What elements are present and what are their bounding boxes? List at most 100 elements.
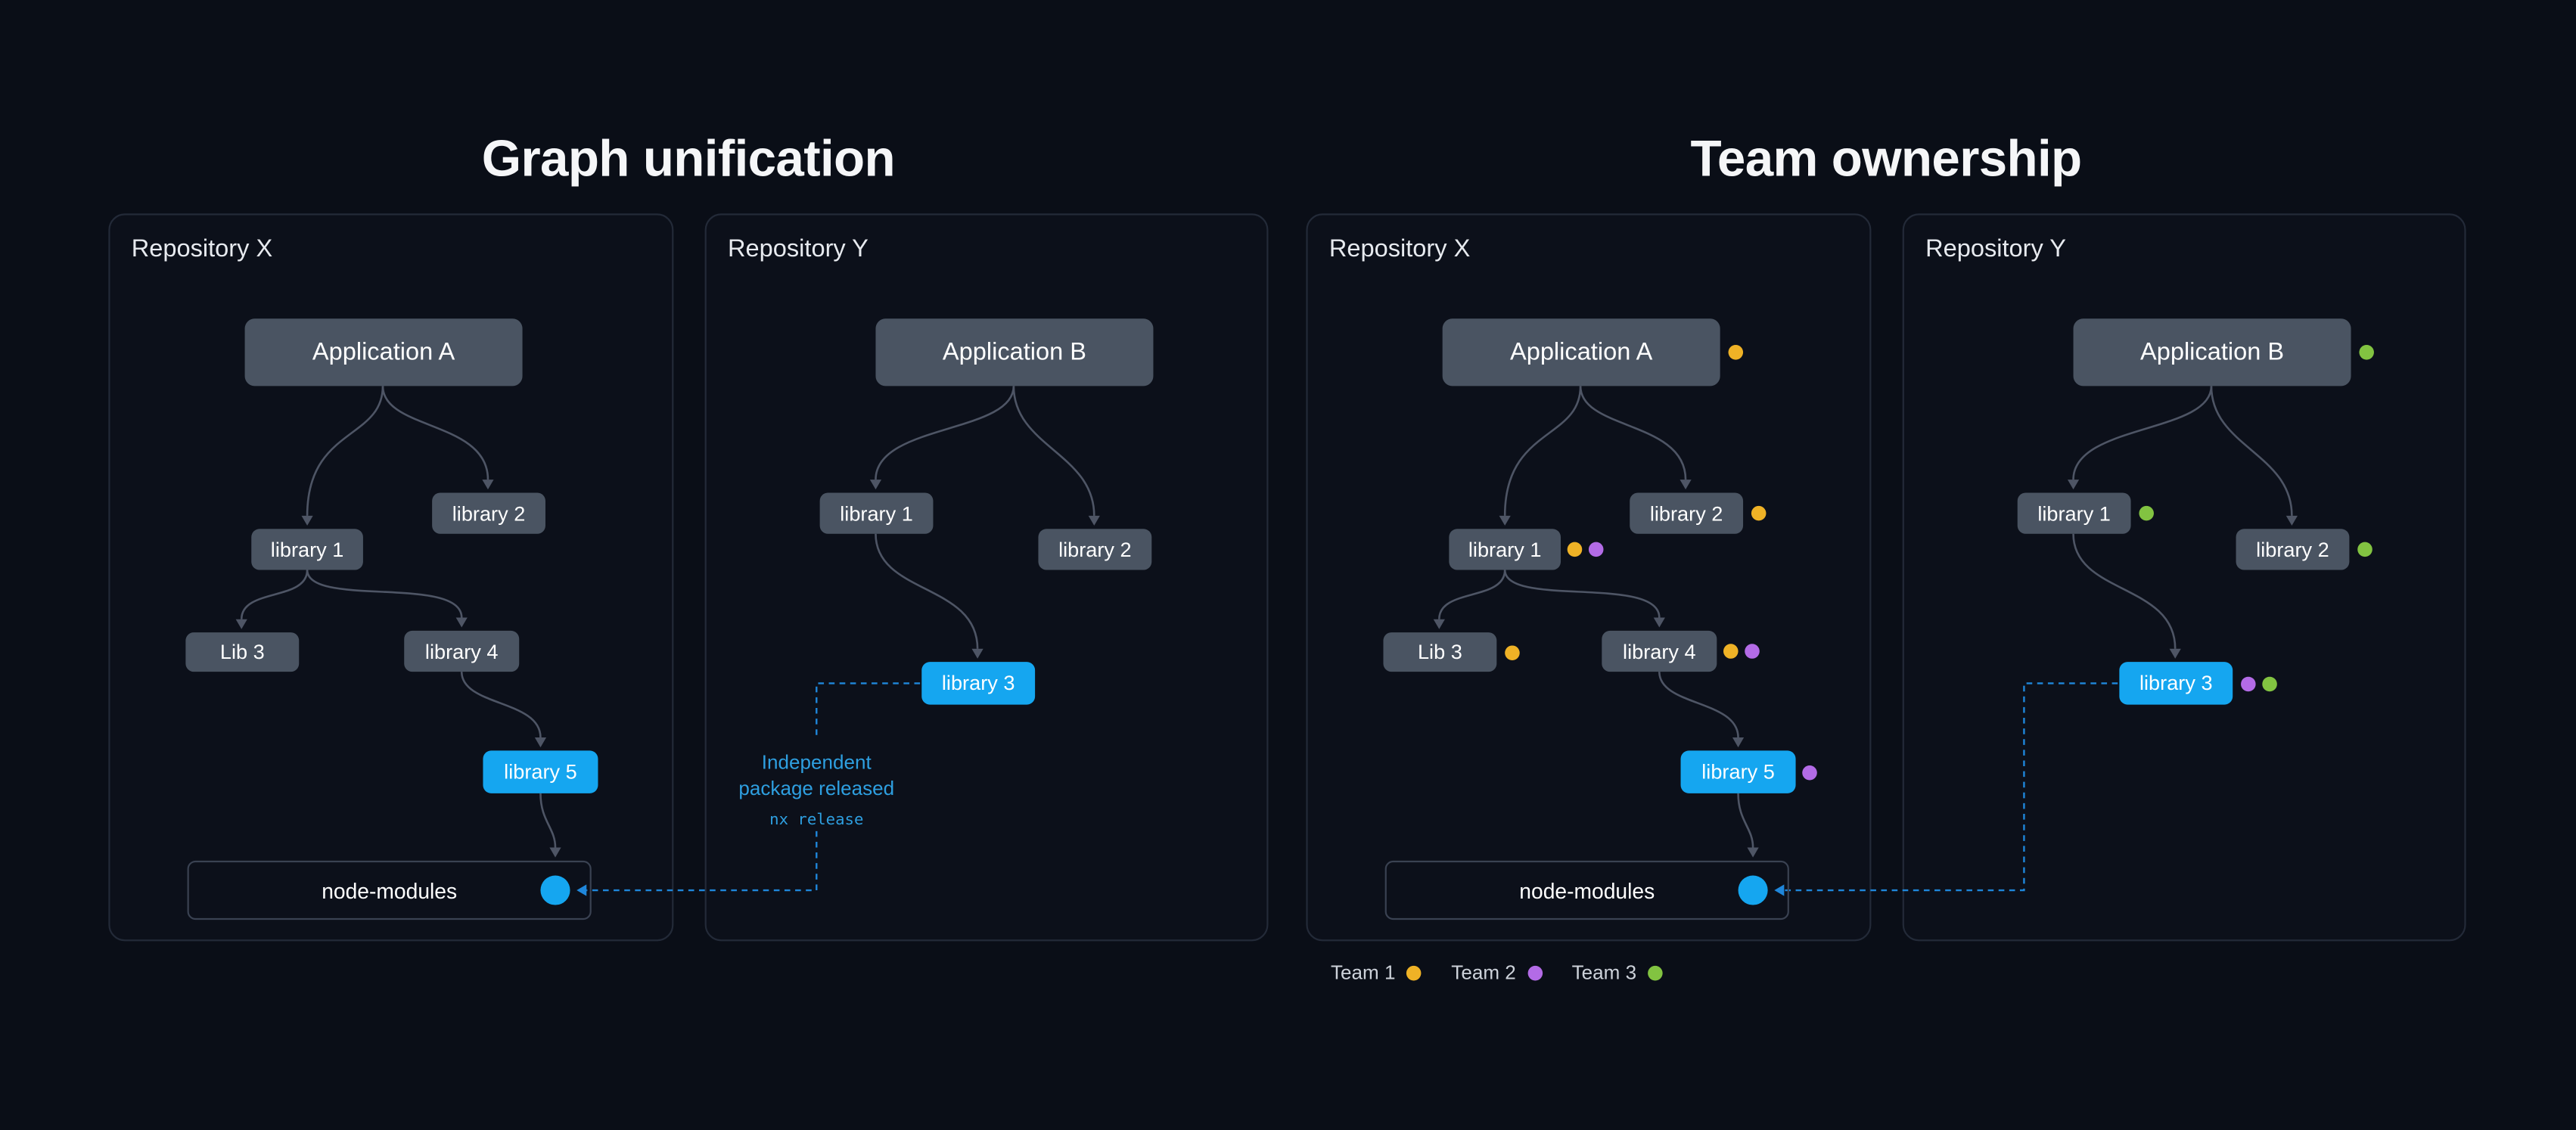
arrowhead [1747, 847, 1759, 858]
arrowhead [2169, 648, 2181, 659]
arrowhead [455, 617, 468, 628]
team2-dot [1745, 644, 1760, 659]
edge-appB-lib1 [875, 386, 1015, 480]
edge-appA-lib2 [381, 386, 489, 480]
arrowhead [235, 619, 247, 629]
legend-label: Team 2 [1451, 961, 1516, 984]
dashed-release-path [1784, 682, 2118, 892]
team2-dot [1527, 964, 1543, 980]
panel-repository-x-graph: Repository X [108, 213, 674, 942]
node-library-4: library 4 [1602, 630, 1717, 672]
edge-appA-lib1 [306, 386, 384, 516]
arrowhead [1433, 619, 1445, 629]
node-library-1: library 1 [819, 492, 934, 534]
graph-unification-title: Graph unification [481, 129, 896, 188]
team-legend: Team 1 Team 2 Team 3 [1330, 961, 1663, 984]
node-library-3: library 3 [921, 662, 1036, 705]
edge-lib1-lib3 [1438, 570, 1506, 619]
node-modules-box: node-modules [187, 860, 592, 920]
edge-lib1-lib3 [240, 570, 309, 619]
published-package-dot [1738, 875, 1768, 905]
dashed-release-path-lower [586, 830, 818, 892]
arrowhead [2285, 515, 2298, 526]
edge-lib5-nodemodules [1737, 793, 1754, 848]
node-library-2: library 2 [432, 492, 545, 534]
team1-dot [1723, 644, 1739, 659]
team3-dot [2357, 542, 2372, 557]
edge-lib1-lib4 [306, 570, 463, 618]
edge-appA-lib2 [1579, 386, 1687, 480]
node-library-2: library 2 [1630, 492, 1744, 534]
legend-label: Team 1 [1330, 961, 1396, 984]
node-library-4: library 4 [404, 630, 520, 672]
arrowhead [1680, 480, 1692, 490]
team2-dot [1588, 542, 1604, 557]
panel-title: Repository Y [1925, 234, 2067, 263]
node-library-5: library 5 [483, 750, 598, 793]
node-library-5: library 5 [1680, 750, 1796, 793]
node-application-a: Application A [1442, 318, 1720, 386]
team3-dot [2262, 676, 2277, 692]
team1-dot [1567, 542, 1583, 557]
published-package-dot [540, 875, 570, 905]
edge-appB-lib2 [1012, 386, 1095, 516]
edge-appB-lib2 [2210, 386, 2293, 516]
edge-lib1-lib3 [875, 533, 979, 649]
dashed-arrowhead [1774, 884, 1785, 896]
edge-appB-lib1 [2072, 386, 2213, 480]
node-lib-3: Lib 3 [1383, 632, 1497, 672]
node-library-3: library 3 [2119, 662, 2233, 705]
edge-appA-lib1 [1503, 386, 1582, 516]
arrowhead [1499, 515, 1511, 526]
arrowhead [534, 737, 547, 748]
legend-item-team3: Team 3 [1571, 961, 1663, 984]
edge-lib4-lib5 [460, 672, 542, 738]
team1-dot [1751, 505, 1767, 521]
node-library-1: library 1 [1449, 529, 1561, 570]
arrowhead [2067, 480, 2080, 490]
arrowhead [301, 515, 313, 526]
arrowhead [1088, 515, 1100, 526]
arrowhead [971, 648, 983, 659]
team2-dot [2241, 676, 2256, 692]
node-lib-3: Lib 3 [185, 632, 300, 672]
edge-lib4-lib5 [1658, 672, 1739, 738]
annotation-line-1: Independent [761, 750, 872, 774]
team1-dot [1406, 964, 1422, 980]
node-library-2: library 2 [2236, 529, 2350, 570]
node-application-b: Application B [875, 318, 1154, 386]
team3-dot [2139, 505, 2154, 521]
team-ownership-title: Team ownership [1690, 129, 2082, 188]
arrowhead [482, 480, 494, 490]
dashed-arrowhead [576, 884, 587, 896]
annotation-line-2: package released [738, 777, 895, 800]
node-application-b: Application B [2073, 318, 2351, 386]
team1-dot [1505, 645, 1520, 660]
node-library-1: library 1 [2017, 492, 2131, 534]
team1-dot [1728, 345, 1744, 360]
edge-lib1-lib3 [2072, 533, 2177, 649]
legend-item-team2: Team 2 [1451, 961, 1543, 984]
team2-dot [1802, 765, 1817, 781]
nx-release-command: nx release [769, 811, 864, 830]
node-library-2: library 2 [1038, 529, 1152, 570]
arrowhead [549, 847, 561, 858]
legend-label: Team 3 [1571, 961, 1637, 984]
edge-lib1-lib4 [1503, 570, 1661, 618]
edge-lib5-nodemodules [539, 793, 557, 848]
release-annotation: Independent package released nx release [701, 749, 931, 834]
team3-dot [2359, 345, 2374, 360]
node-modules-box: node-modules [1384, 860, 1789, 920]
panel-title: Repository X [1328, 234, 1471, 263]
arrowhead [1653, 617, 1665, 628]
node-library-1: library 1 [251, 529, 363, 570]
arrowhead [869, 480, 882, 490]
panel-title: Repository X [131, 234, 273, 263]
legend-item-team1: Team 1 [1330, 961, 1422, 984]
team3-dot [1648, 964, 1663, 980]
arrowhead [1732, 737, 1745, 748]
node-application-a: Application A [244, 318, 523, 386]
panel-title: Repository Y [728, 234, 869, 263]
